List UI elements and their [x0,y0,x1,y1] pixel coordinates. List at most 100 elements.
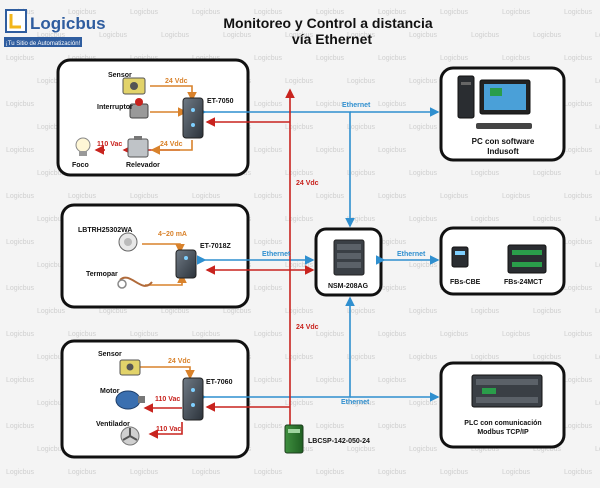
power-supply [284,424,304,454]
watermark-text: Logicbus [595,78,600,85]
watermark-text: Logicbus [378,239,407,246]
label-fbs-24mct: FBs-24MCT [504,279,543,286]
watermark-text: Logicbus [378,101,407,108]
et7018z-led-icon [184,256,188,260]
label-lbcsp: LBCSP-142-050-24 [308,438,370,445]
watermark-text: Logicbus [502,55,531,62]
watermark-text: Logicbus [440,9,469,16]
pc-tower-icon [457,75,475,119]
logo-l-icon [9,14,21,29]
pc-drive-icon [461,82,471,85]
fbs-cbe-port-icon [455,251,465,255]
logo-tagline: ¡Tu Sitio de Automatización! [6,41,81,47]
logicbus-logo: Logicbus ¡Tu Sitio de Automatización! [4,9,106,47]
watermark-text: Logicbus [130,331,159,338]
watermark-text: Logicbus [595,124,600,131]
label-ethernet-top: Ethernet [342,102,371,109]
fbs-24mct-io2-icon [512,262,542,267]
watermark-text: Logicbus [502,469,531,476]
watermark-text: Logicbus [347,32,376,39]
watermark-text: Logicbus [564,55,593,62]
ethernet-links [197,107,440,402]
signal-lbtrh [142,243,185,254]
pc-computer [457,75,532,129]
label-sensor-bottom: Sensor [98,351,122,358]
watermark-text: Logicbus [316,9,345,16]
relay-top-icon [134,136,142,140]
humidity-sensor-core-icon [124,238,132,246]
watermark-text: Logicbus [564,469,593,476]
watermark-text: Logicbus [68,193,97,200]
fan-blades-icon [122,428,138,441]
plc-device [471,374,543,408]
label-ethernet-mid-left: Ethernet [262,251,291,258]
signal-relevador [150,140,193,155]
watermark-text: Logicbus [471,32,500,39]
watermark-text: Logicbus [595,308,600,315]
pc-screen-icon [484,84,526,110]
watermark-text: Logicbus [161,308,190,315]
watermark-text: Logicbus [254,423,283,430]
et7050-led2-icon [191,123,195,127]
label-lbtrh25302wa: LBTRH25302WA [78,227,132,234]
fbs-devices [451,244,547,274]
watermark-text: Logicbus [37,124,66,131]
watermark-text: Logicbus [254,377,283,384]
watermark-text: Logicbus [378,147,407,154]
watermark-text: Logicbus [564,101,593,108]
watermark-text: Logicbus [99,32,128,39]
thermocouple-probe-icon [117,279,127,289]
watermark-text: Logicbus [347,354,376,361]
watermark-text: Logicbus [37,78,66,85]
watermark-text: Logicbus [37,32,66,39]
label-ethernet-mid-right: Ethernet [397,251,426,258]
watermark-text: Logicbus [533,32,562,39]
watermark-text: Logicbus [347,446,376,453]
watermark-text: Logicbus [254,469,283,476]
label-plc-line2: Modbus TCP/IP [477,429,529,436]
watermark-text: Logicbus [595,400,600,407]
watermark-text: Logicbus [440,331,469,338]
watermark-text: Logicbus [37,216,66,223]
label-top-110vac: 110 Vac [97,141,122,148]
watermark-text: Logicbus [409,400,438,407]
watermark-text: Logicbus [502,9,531,16]
watermark-text: Logicbus [254,285,283,292]
watermark-text: Logicbus [6,55,35,62]
watermark-text: Logicbus [316,469,345,476]
watermark-text: Logicbus [254,55,283,62]
power-ventilador [148,422,183,439]
watermark-text: Logicbus [347,308,376,315]
watermark-text: Logicbus [378,331,407,338]
bottom-group-devices [115,359,204,446]
fbs-24mct-icon [507,244,547,274]
watermark-text: Logicbus [130,9,159,16]
label-bottom-24vdc: 24 Vdc [168,358,191,365]
watermark-text: Logicbus [347,124,376,131]
watermark-text: Logicbus [316,331,345,338]
watermark-text: Logicbus [6,423,35,430]
watermark-text: Logicbus [378,285,407,292]
watermark-text: Logicbus [37,308,66,315]
watermark-text: Logicbus [37,354,66,361]
watermark-text: Logicbus [564,285,593,292]
watermark-text: Logicbus [130,469,159,476]
switch-button-icon [135,98,143,106]
et7060-led2-icon [191,403,195,407]
watermark-text: Logicbus [533,216,562,223]
watermark-text: Logicbus [192,9,221,16]
top-device-group [56,58,250,177]
watermark-text: Logicbus [285,78,314,85]
watermark-text: Logicbus [409,124,438,131]
watermark-text: Logicbus [192,331,221,338]
label-foco: Foco [72,162,89,169]
watermark-text: Logicbus [316,193,345,200]
watermark-text: Logicbus [37,446,66,453]
watermark-text: Logicbus [285,400,314,407]
watermark-text: Logicbus [533,354,562,361]
label-plc-line1: PLC con comunicación [464,420,541,427]
watermark-text: Logicbus [409,78,438,85]
watermark-text: Logicbus [440,469,469,476]
label-et7050: ET-7050 [207,98,234,105]
